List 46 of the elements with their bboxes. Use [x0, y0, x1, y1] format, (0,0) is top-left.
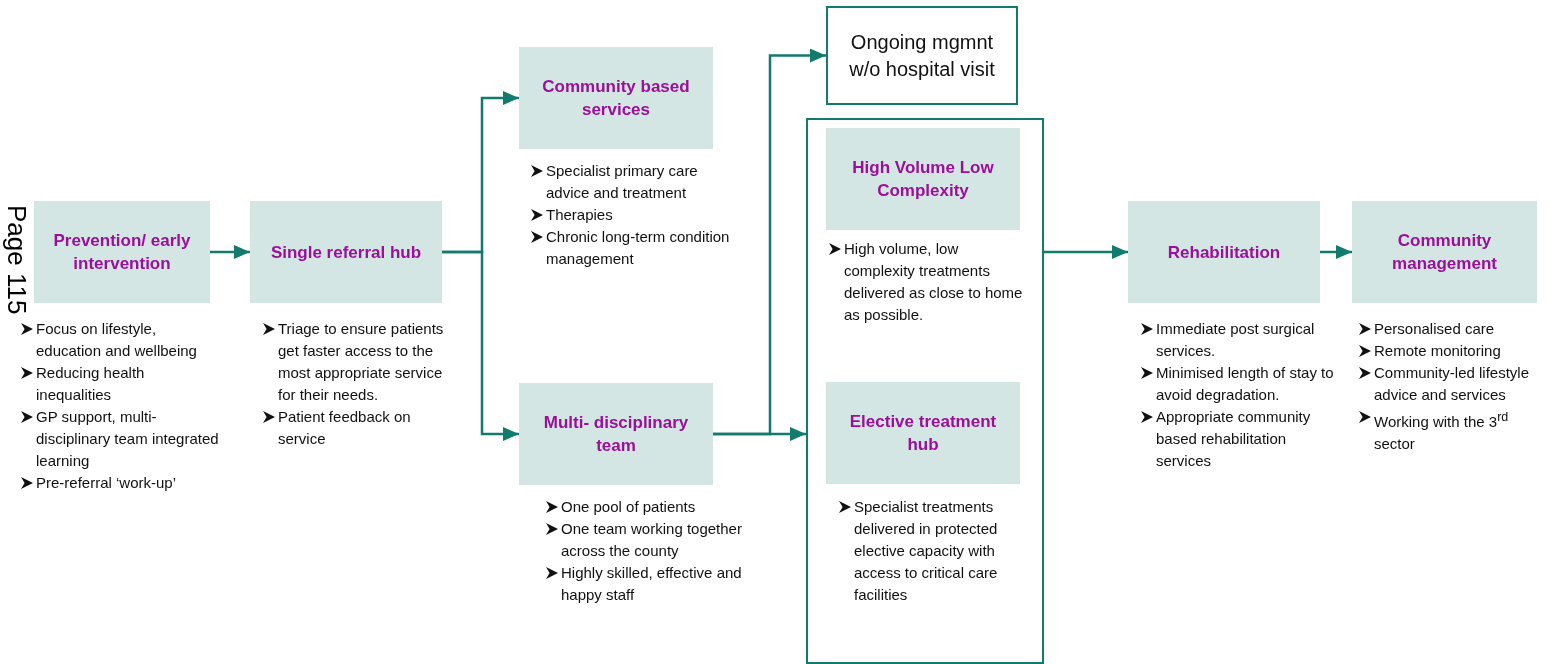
arrow — [1320, 245, 1352, 259]
bullet-item: Personalised care — [1358, 318, 1548, 340]
bullet-item: High volume, low complexity treatments delivered as close to home as possible. — [828, 238, 1028, 326]
box-title: Rehabilitation — [1167, 241, 1281, 264]
box-title: Ongoing mgmnt w/o hospital visit — [848, 29, 996, 82]
bullet-item: Immediate post surgical services. — [1140, 318, 1335, 362]
bullet-item: Pre-referral ‘work-up’ — [20, 472, 220, 494]
box-title: Elective treatment hub — [848, 411, 998, 456]
bullet-item: Remote monitoring — [1358, 340, 1548, 362]
bullet-item: Triage to ensure patients get faster access to the most appropriate service for their needs. — [262, 318, 447, 406]
arrow — [1044, 245, 1128, 259]
bullet-item: Specialist primary care advice and treatment — [530, 160, 745, 204]
bullet-item: One pool of patients — [545, 496, 745, 518]
container-box — [806, 118, 1044, 664]
box-title: Community based services — [541, 76, 691, 121]
box-title: High Volume Low Complexity — [851, 157, 995, 202]
arrow — [210, 245, 250, 259]
process-box — [250, 201, 442, 303]
bullet-item: Chronic long-term condition management — [530, 226, 745, 270]
bullet-item: Highly skilled, effective and happy staff — [545, 562, 745, 606]
box-title: Multi- disciplinary team — [542, 412, 690, 457]
process-box — [1128, 201, 1320, 303]
bullet-item: Community-led lifestyle advice and services — [1358, 362, 1548, 406]
bullet-item: Patient feedback on service — [262, 406, 447, 450]
arrow — [713, 427, 806, 441]
page-number: Page 115 — [2, 205, 32, 315]
bullet-item: Minimised length of stay to avoid degradation. — [1140, 362, 1335, 406]
bullet-item: Working with the 3$^{rd}$ sector — [1358, 406, 1548, 455]
box-title: Single referral hub — [270, 241, 422, 264]
bullet-item: Specialist treatments delivered in protected elective capacity with access to critical care facilities — [838, 496, 1038, 606]
bullet-item: One team working together across the county — [545, 518, 745, 562]
arrow — [442, 250, 519, 441]
process-box — [1352, 201, 1537, 303]
bullet-item: GP support, multi-disciplinary team integrated learning — [20, 406, 220, 472]
outlined-box — [826, 6, 1018, 105]
box-title: Community management — [1391, 230, 1498, 275]
bullet-item: Reducing health inequalities — [20, 362, 220, 406]
process-box — [519, 383, 713, 485]
bullet-item: Focus on lifestyle, education and wellbeing — [20, 318, 220, 362]
bullet-item: Therapies — [530, 204, 745, 226]
box-title: Prevention/ early intervention — [52, 230, 192, 275]
process-box — [34, 201, 210, 303]
process-box — [826, 382, 1020, 484]
process-box — [519, 47, 713, 149]
bullet-item: Appropriate community based rehabilitation services — [1140, 406, 1335, 472]
process-box — [826, 128, 1020, 230]
